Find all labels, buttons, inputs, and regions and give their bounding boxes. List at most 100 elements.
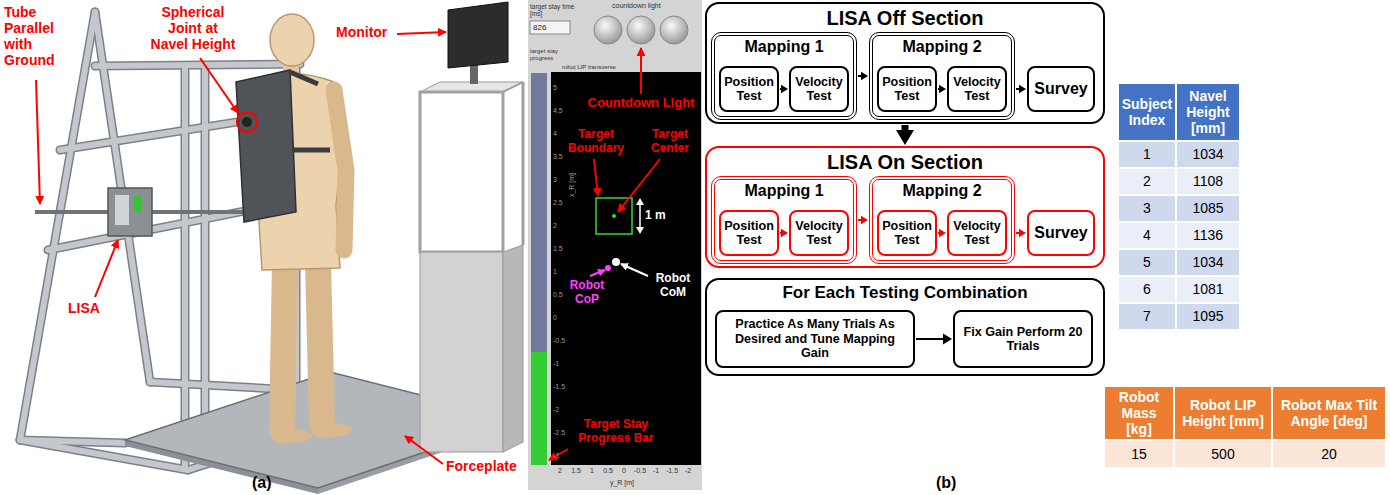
test-box: Velocity Test — [789, 210, 849, 256]
axis-tick: 4 — [553, 130, 557, 138]
axis-tick: 2 — [551, 467, 569, 475]
table-header: Navel Height [mm] — [1176, 83, 1240, 141]
table-header: Robot Max Tilt Angle [deg] — [1272, 386, 1386, 440]
box-text: Velocity Test — [949, 75, 1005, 104]
ui-caption: target stay time [ms] — [530, 3, 580, 18]
box-title: LISA Off Section — [707, 7, 1103, 30]
arrow-head — [943, 334, 952, 345]
arrow-head — [1019, 85, 1026, 93]
flow-arrow — [938, 85, 946, 93]
procedure-box: Practice As Many Trials As Desired and T… — [715, 310, 915, 368]
flow-arrow — [1016, 85, 1026, 93]
box-title: Mapping 1 — [715, 38, 853, 56]
arrow-head — [781, 229, 788, 237]
table-cell: 1095 — [1176, 303, 1240, 330]
callout-label: Target Boundary — [566, 128, 626, 156]
mapping-box: Mapping 2 Position Test Velocity Test — [869, 176, 1015, 264]
arrow-head — [939, 229, 946, 237]
table-cell: 1108 — [1176, 168, 1240, 195]
flow-arrow — [780, 85, 788, 93]
flow-arrow — [780, 229, 788, 237]
flow-arrow — [858, 72, 868, 80]
arrow-head — [939, 85, 946, 93]
axis-tick: 3 — [553, 176, 557, 184]
ui-value: 826 — [533, 23, 546, 32]
flow-arrow — [938, 229, 946, 237]
mapping-box: Mapping 2Position TestVelocity Test — [869, 32, 1015, 120]
axis-tick: 1.5 — [567, 467, 585, 475]
callout-label: Forceplate — [446, 458, 517, 474]
axis-tick: 1 — [583, 467, 601, 475]
section-box: For Each Testing CombinationPractice As … — [705, 278, 1105, 376]
table-cell: 6 — [1118, 276, 1176, 303]
survey-box: Survey — [1027, 210, 1095, 256]
test-box: Velocity Test — [947, 210, 1007, 256]
table-cell: 4 — [1118, 222, 1176, 249]
arrow-head — [896, 130, 914, 145]
axis-title: x_R [m] — [568, 165, 576, 205]
box-text: Velocity Test — [949, 219, 1005, 248]
arrow-head — [861, 216, 868, 224]
box-title: Mapping 2 — [873, 182, 1011, 200]
panel-label: (a) — [252, 474, 272, 492]
box-text: Survey — [1031, 224, 1090, 242]
mannequin — [236, 14, 352, 443]
axis-tick: -3 — [553, 452, 559, 460]
test-box: Position Test — [719, 66, 779, 112]
box-text: Position Test — [721, 75, 777, 104]
axis-tick: 0.5 — [553, 291, 563, 299]
box-text: Practice As Many Trials As Desired and T… — [717, 317, 913, 360]
axis-tick: -2 — [679, 467, 697, 475]
box-title: LISA On Section — [707, 151, 1103, 174]
panel-label: (b) — [936, 474, 956, 492]
axis-tick: -1 — [553, 360, 559, 368]
axis-tick: 3.5 — [553, 153, 563, 161]
arrow-head — [781, 85, 788, 93]
callout-label: Target Stay Progress Bar — [566, 418, 666, 446]
axis-tick: -1 — [647, 467, 665, 475]
table-cell: 15 — [1104, 440, 1174, 468]
table-cell: 2 — [1118, 168, 1176, 195]
box-text: Velocity Test — [791, 75, 847, 104]
test-box: Position Test — [719, 210, 779, 256]
flow-arrow — [896, 125, 914, 145]
table-header: Robot LIP Height [mm] — [1174, 386, 1272, 440]
section-box: LISA On SectionMapping 1 Position Test Vel… — [705, 146, 1105, 268]
box-text: Fix Gain Perform 20 Trials — [955, 325, 1091, 354]
table-header: Robot Mass [kg] — [1104, 386, 1174, 440]
box-text: Velocity Test — [791, 219, 847, 248]
survey-box: Survey — [1027, 66, 1095, 112]
box-text: Position Test — [721, 219, 777, 248]
box-title: Mapping 2 — [873, 38, 1011, 56]
axis-tick: -0.5 — [631, 467, 649, 475]
callout-label: Tube Parallel with Ground — [4, 4, 68, 68]
mapping-box: Mapping 1 Position Test Velocity Test — [711, 32, 857, 120]
dimension-label: 1 m — [645, 209, 666, 223]
test-box: Velocity Test — [789, 66, 849, 112]
table-cell: 1 — [1118, 141, 1176, 168]
arrow-head — [861, 72, 868, 80]
table-cell: 3 — [1118, 195, 1176, 222]
table-cell: 5 — [1118, 249, 1176, 276]
monitor-stand — [420, 2, 523, 452]
callout-leaders — [36, 32, 446, 464]
axis-tick: 2 — [553, 222, 557, 230]
lisa-mechanism — [35, 188, 246, 236]
callout-label: Robot CoM — [650, 272, 696, 300]
axis-tick: 2.5 — [553, 199, 563, 207]
axis-tick: 0.5 — [599, 467, 617, 475]
box-text: Position Test — [879, 219, 935, 248]
table-cell: 1034 — [1176, 141, 1240, 168]
box-title: For Each Testing Combination — [707, 283, 1103, 303]
flow-arrow — [1016, 229, 1026, 237]
axis-tick: 0 — [553, 314, 557, 322]
table-cell: 1034 — [1176, 249, 1240, 276]
axis-tick: -2 — [553, 406, 559, 414]
ui-caption: target stay progress — [530, 48, 564, 62]
callout-label: LISA — [68, 300, 100, 316]
flow-arrow — [858, 216, 868, 224]
box-title: Mapping 1 — [715, 182, 853, 200]
callout-label: Robot CoP — [566, 279, 608, 307]
flow-arrow — [916, 334, 952, 345]
axis-tick: 1.5 — [553, 245, 563, 253]
